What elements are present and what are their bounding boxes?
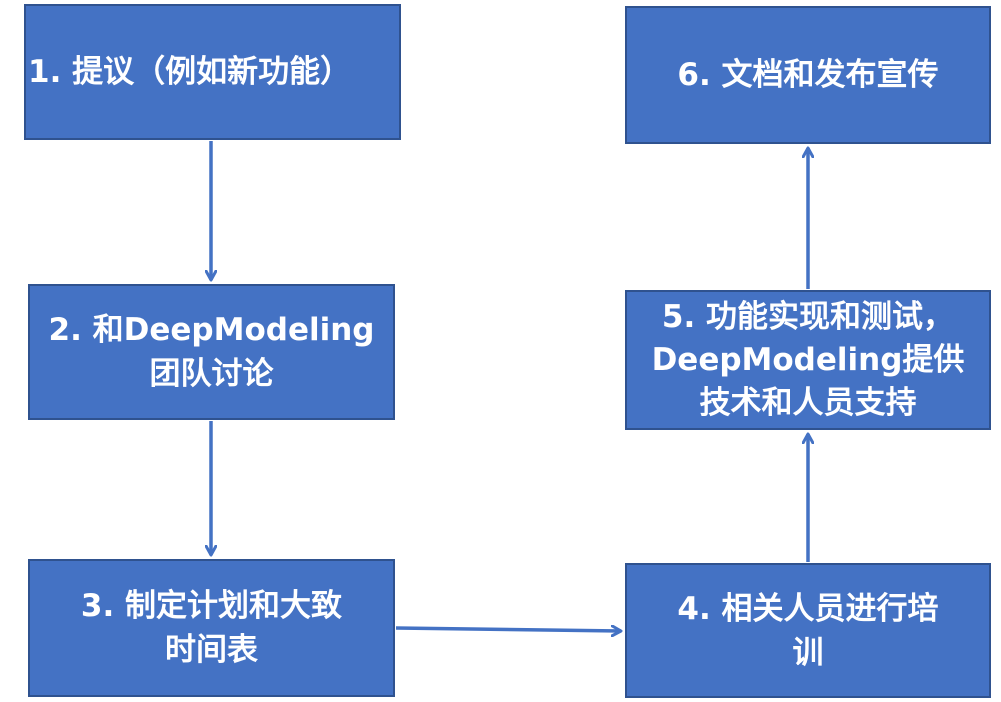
step-2-discussion-box: 2. 和DeepModeling 团队讨论 [28, 284, 395, 420]
step-6-label: 6. 文档和发布宣传 [677, 57, 939, 93]
step-5-label: 5. 功能实现和测试， DeepModeling提供 技术和人员支持 [651, 298, 965, 421]
step-4-training-box: 4. 相关人员进行培 训 [625, 563, 991, 698]
step-6-release-box: 6. 文档和发布宣传 [625, 6, 991, 144]
step-3-label: 3. 制定计划和大致 时间表 [80, 588, 343, 668]
step-1-label: 1. 提议（例如新功能） [28, 54, 352, 90]
step-1-proposal-box: 1. 提议（例如新功能） [24, 4, 401, 140]
arrow-3-to-4 [395, 628, 621, 631]
step-3-plan-box: 3. 制定计划和大致 时间表 [28, 559, 395, 697]
step-5-implementation-box: 5. 功能实现和测试， DeepModeling提供 技术和人员支持 [625, 290, 991, 430]
step-4-label: 4. 相关人员进行培 训 [677, 590, 939, 671]
step-2-label: 2. 和DeepModeling 团队讨论 [48, 312, 375, 392]
